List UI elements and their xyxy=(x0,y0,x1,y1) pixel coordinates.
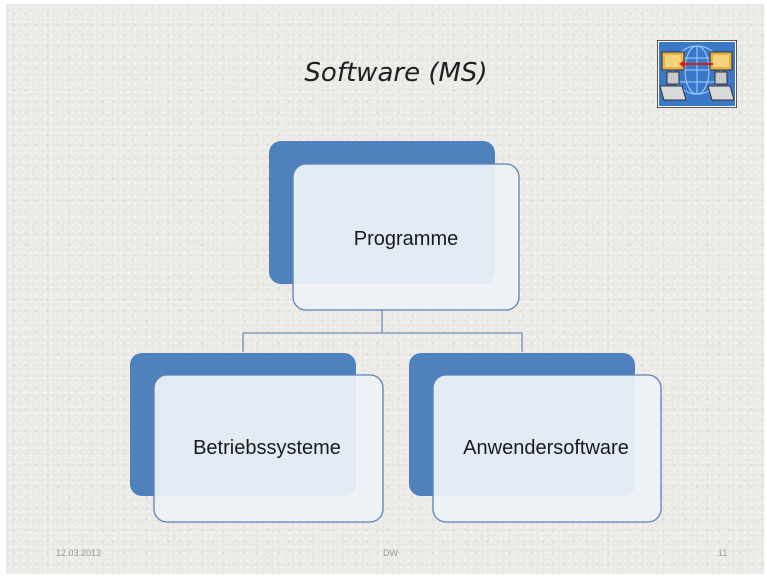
slide: Software (MS) xyxy=(6,4,764,574)
node-anwendersoftware-label: Anwendersoftware xyxy=(463,437,629,459)
node-programme: Programme xyxy=(269,141,520,311)
footer-author: DW xyxy=(383,548,398,558)
network-computers-logo-icon xyxy=(657,40,737,108)
connector-lines xyxy=(242,310,523,352)
org-chart: Programme Betriebssysteme Anwendersoftwa… xyxy=(130,141,662,523)
footer-date: 12.03.2013 xyxy=(56,548,102,558)
node-anwendersoftware-box xyxy=(432,374,662,523)
node-betriebssysteme: Betriebssysteme xyxy=(130,353,384,523)
node-anwendersoftware: Anwendersoftware xyxy=(409,353,662,523)
node-programme-label: Programme xyxy=(354,228,458,250)
footer-page-number: 11 xyxy=(718,548,728,558)
node-programme-box xyxy=(292,163,520,311)
node-betriebssysteme-box xyxy=(153,374,384,523)
slide-title: Software (MS) xyxy=(304,58,488,88)
node-betriebssysteme-label: Betriebssysteme xyxy=(193,437,341,459)
